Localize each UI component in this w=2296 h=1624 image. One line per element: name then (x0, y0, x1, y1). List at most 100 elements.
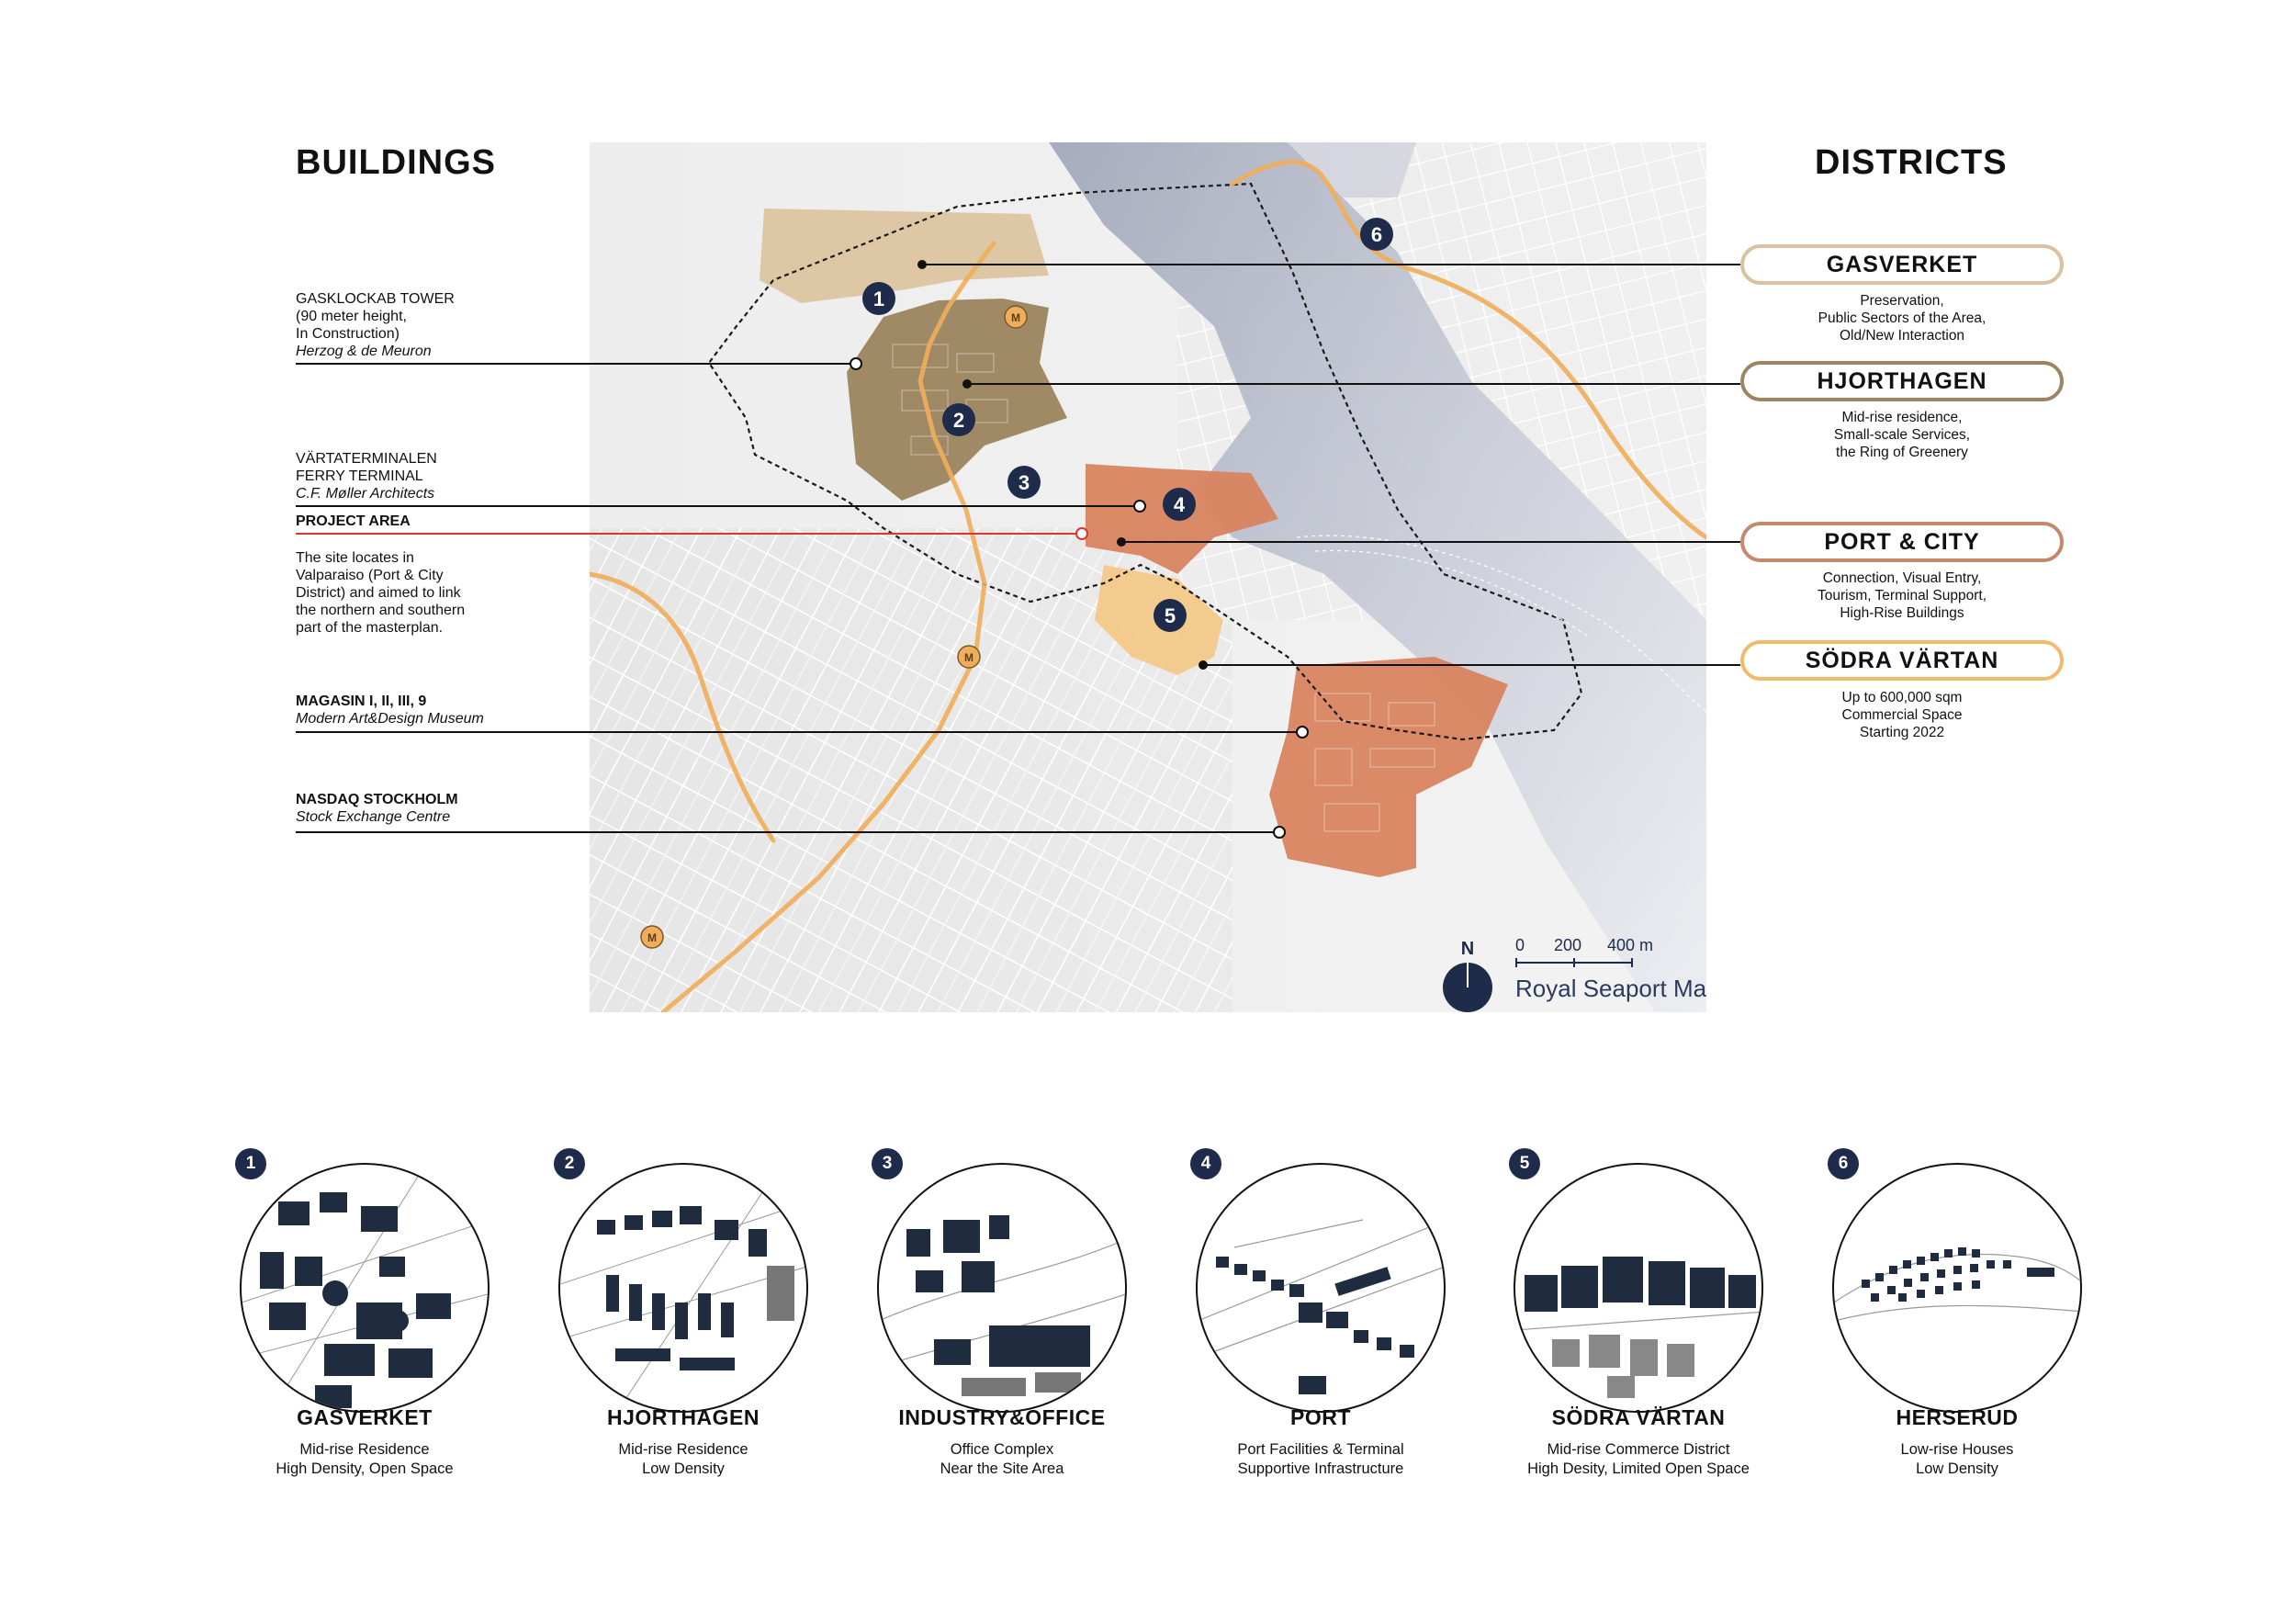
route-north (1230, 160, 1706, 540)
district-gasverket (760, 209, 1049, 303)
district-desc-gasverket: Preservation, Public Sectors of the Area… (1737, 292, 2067, 344)
hjorthagen-desc-2: Small-scale Services, (1833, 427, 1971, 443)
route-west (590, 571, 776, 843)
sodra-desc-3: Starting 2022 (1859, 725, 1945, 740)
map-badge-5 (1154, 599, 1187, 632)
vignette-title-sodra-vartan: SÖDRA VÄRTAN (1551, 1405, 1726, 1429)
map-badge-1 (862, 282, 895, 315)
vignette-title-gasverket: GASVERKET (297, 1405, 433, 1429)
district-pill-port-city: PORT & CITY (1740, 522, 2064, 562)
svg-text:N: N (1461, 939, 1474, 959)
vignette-badge-6: 6 (1828, 1148, 1859, 1179)
project-desc-line2: Valparaiso (Port & City (296, 568, 444, 583)
v1-desc-2: High Density, Open Space (276, 1460, 454, 1477)
metro-marker-2 (957, 645, 981, 669)
vignette-desc-gasverket: Mid-rise Residence High Density, Open Sp… (208, 1440, 521, 1479)
svg-text:200: 200 (1554, 936, 1581, 954)
label-gasklockab-line2: (90 meter height, (296, 309, 407, 324)
vignette-badge-2: 2 (554, 1148, 585, 1179)
label-vartaterminalen-line1: VÄRTATERMINALEN (296, 451, 437, 467)
vignette-circle-industry-office (877, 1163, 1127, 1413)
map-badge-4 (1163, 488, 1196, 521)
label-gasklockab-architect: Herzog & de Meuron (296, 344, 432, 359)
sodra-desc-1: Up to 600,000 sqm (1841, 690, 1963, 705)
vignette-desc-hjorthagen: Mid-rise Residence Low Density (527, 1440, 839, 1479)
v5-desc-1: Mid-rise Commerce District (1547, 1441, 1730, 1458)
v4-desc-2: Supportive Infrastructure (1237, 1460, 1404, 1477)
vignette-badge-4: 4 (1190, 1148, 1221, 1179)
districts-heading: DISTRICTS (1815, 143, 2008, 182)
district-number-badges: 1 2 3 4 5 6 (862, 218, 1393, 632)
vignette-title-hjorthagen: HJORTHAGEN (606, 1405, 760, 1429)
scale-bar: 0 200 400 m (1515, 936, 1653, 967)
svg-text:M: M (647, 931, 657, 944)
vignette-circle-gasverket (240, 1163, 490, 1413)
v2-desc-2: Low Density (642, 1460, 725, 1477)
royal-seaport-map: M M M 1 2 3 4 5 6 N 0 200 400 m Royal Se… (590, 142, 1706, 1012)
vignette-desc-sodra-vartan: Mid-rise Commerce District High Desity, … (1482, 1440, 1795, 1479)
vignette-circle-port (1196, 1163, 1446, 1413)
svg-text:1: 1 (873, 288, 884, 310)
label-magasin-title: MAGASIN I, II, III, 9 (296, 694, 427, 709)
v6-desc-2: Low Density (1916, 1460, 1998, 1477)
svg-text:4: 4 (1174, 493, 1186, 516)
gasverket-desc-2: Public Sectors of the Area, (1818, 310, 1986, 326)
vignette-badge-1: 1 (235, 1148, 266, 1179)
label-magasin: MAGASIN I, II, III, 9 Modern Art&Design … (296, 693, 571, 727)
hjorthagen-desc-1: Mid-rise residence, (1841, 410, 1963, 425)
port-city-desc-2: Tourism, Terminal Support, (1817, 588, 1987, 603)
v6-desc-1: Low-rise Houses (1900, 1441, 2014, 1458)
label-vartaterminalen: VÄRTATERMINALEN FERRY TERMINAL C.F. Møll… (296, 450, 571, 502)
district-desc-sodra-vartan: Up to 600,000 sqm Commercial Space Start… (1737, 689, 2067, 741)
svg-text:3: 3 (1019, 471, 1030, 494)
v5-desc-2: High Desity, Limited Open Space (1527, 1460, 1750, 1477)
label-gasklockab-line3: In Construction) (296, 326, 400, 342)
label-vartaterminalen-architect: C.F. Møller Architects (296, 486, 435, 502)
label-magasin-subtitle: Modern Art&Design Museum (296, 711, 484, 727)
svg-text:400 m: 400 m (1607, 936, 1653, 954)
district-pill-sodra-vartan: SÖDRA VÄRTAN (1740, 640, 2064, 681)
district-desc-hjorthagen: Mid-rise residence, Small-scale Services… (1737, 409, 2067, 461)
label-gasklockab: GASKLOCKAB TOWER (90 meter height, In Co… (296, 290, 571, 360)
label-gasklockab-line1: GASKLOCKAB TOWER (296, 291, 455, 307)
v4-desc-1: Port Facilities & Terminal (1237, 1441, 1404, 1458)
gasverket-desc-3: Old/New Interaction (1839, 328, 1965, 344)
vignette-desc-port: Port Facilities & Terminal Supportive In… (1165, 1440, 1477, 1479)
metro-marker-3 (640, 925, 664, 949)
vignette-circle-sodra-vartan (1514, 1163, 1763, 1413)
label-project-area-title: PROJECT AREA (296, 513, 411, 529)
district-hjorthagen (847, 299, 1067, 501)
sodra-desc-2: Commercial Space (1841, 707, 1963, 723)
map-caption: Royal Seaport Map (1515, 975, 1706, 1002)
district-south-port (1269, 657, 1508, 877)
svg-text:6: 6 (1371, 223, 1382, 246)
north-arrow: N (1443, 939, 1492, 1012)
district-desc-port-city: Connection, Visual Entry, Tourism, Termi… (1737, 570, 2067, 622)
vignette-badge-5: 5 (1509, 1148, 1540, 1179)
vignette-title-herserud: HERSERUD (1896, 1405, 2019, 1429)
project-boundary (707, 182, 1583, 741)
label-vartaterminalen-line2: FERRY TERMINAL (296, 468, 423, 484)
v3-desc-1: Office Complex (950, 1441, 1054, 1458)
label-nasdaq-title: NASDAQ STOCKHOLM (296, 792, 458, 807)
map-badge-2 (942, 403, 975, 436)
map-badge-3 (1007, 466, 1041, 499)
svg-text:M: M (1011, 311, 1020, 324)
project-desc-line4: the northern and southern (296, 603, 466, 618)
vignette-circle-hjorthagen (558, 1163, 808, 1413)
metro-markers: M M M (640, 305, 1028, 949)
vignette-title-port: PORT (1290, 1405, 1351, 1429)
route-metro (660, 241, 996, 1012)
vignette-title-industry-office: INDUSTRY&OFFICE (898, 1405, 1106, 1429)
buildings-heading: BUILDINGS (296, 143, 496, 182)
port-city-desc-3: High-Rise Buildings (1840, 605, 1964, 621)
project-desc-line1: The site locates in (296, 550, 414, 566)
vignette-desc-herserud: Low-rise Houses Low Density (1801, 1440, 2113, 1479)
project-desc-line5: part of the masterplan. (296, 620, 444, 636)
vignette-circle-herserud (1832, 1163, 2082, 1413)
label-nasdaq: NASDAQ STOCKHOLM Stock Exchange Centre (296, 791, 571, 826)
svg-text:0: 0 (1515, 936, 1525, 954)
label-project-area-desc: The site locates in Valparaiso (Port & C… (296, 549, 571, 637)
svg-text:M: M (964, 651, 974, 664)
